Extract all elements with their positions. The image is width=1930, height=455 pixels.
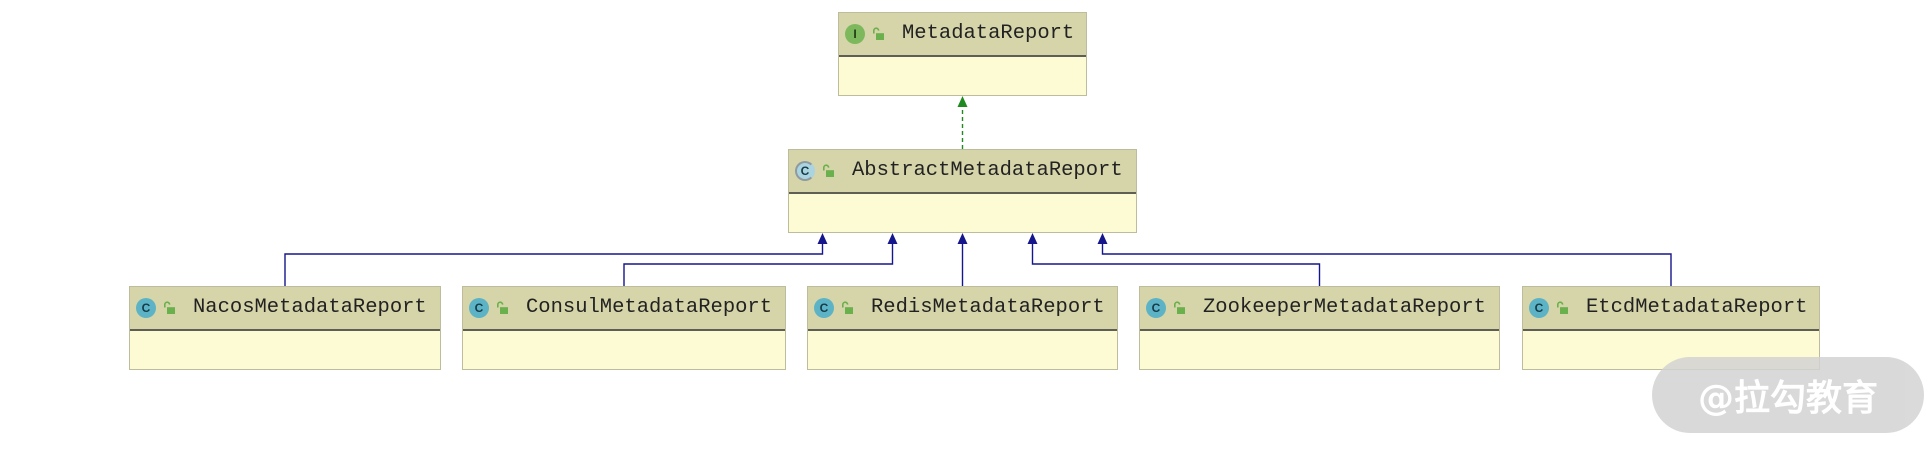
open-lock-icon bbox=[872, 27, 884, 40]
class-box-zookeepermetadatareport[interactable]: C ZookeeperMetadataReport bbox=[1139, 286, 1500, 370]
open-lock-glyph bbox=[842, 301, 853, 314]
class-icon-letter: C bbox=[474, 301, 484, 315]
members-compartment bbox=[808, 331, 1117, 369]
class-header: C NacosMetadataReport bbox=[130, 287, 440, 329]
compartment-divider bbox=[1523, 329, 1819, 331]
class-header: C ConsulMetadataReport bbox=[463, 287, 785, 329]
extends-arrowhead bbox=[957, 233, 968, 244]
watermark-text: @拉勾教育 bbox=[1697, 378, 1878, 419]
open-lock-icon bbox=[841, 301, 853, 314]
class-box-consulmetadatareport[interactable]: C ConsulMetadataReport bbox=[462, 286, 786, 370]
class-name: RedisMetadataReport bbox=[871, 296, 1105, 319]
class-name: AbstractMetadataReport bbox=[852, 159, 1123, 182]
members-compartment bbox=[463, 331, 785, 369]
interface-icon-letter: I bbox=[853, 27, 857, 41]
interface-icon: I bbox=[845, 24, 865, 44]
class-icon-letter: C bbox=[1534, 301, 1544, 315]
compartment-divider bbox=[839, 55, 1086, 57]
abstract-class-icon-letter: C bbox=[800, 164, 810, 178]
class-header: C RedisMetadataReport bbox=[808, 287, 1117, 329]
class-icon: C bbox=[1146, 298, 1166, 318]
open-lock-icon bbox=[1173, 301, 1185, 314]
extends-arrowhead bbox=[887, 233, 898, 244]
extends-arrowhead bbox=[817, 233, 828, 244]
open-lock-glyph bbox=[873, 27, 884, 40]
open-lock-icon bbox=[822, 164, 834, 177]
extends-arrowhead bbox=[1027, 233, 1038, 244]
compartment-divider bbox=[808, 329, 1117, 331]
extends-connector bbox=[1101, 244, 1672, 286]
open-lock-glyph bbox=[823, 164, 834, 177]
abstract-class-icon: C bbox=[795, 161, 815, 181]
open-lock-icon bbox=[496, 301, 508, 314]
extends-connector bbox=[284, 244, 824, 286]
extends-arrowhead bbox=[1097, 233, 1108, 244]
class-name: MetadataReport bbox=[902, 22, 1075, 45]
class-name: NacosMetadataReport bbox=[193, 296, 427, 319]
members-compartment bbox=[789, 194, 1136, 232]
members-compartment bbox=[130, 331, 440, 369]
open-lock-glyph bbox=[1557, 301, 1568, 314]
compartment-divider bbox=[130, 329, 440, 331]
members-compartment bbox=[839, 57, 1086, 95]
class-box-redismetadatareport[interactable]: C RedisMetadataReport bbox=[807, 286, 1118, 370]
open-lock-glyph bbox=[164, 301, 175, 314]
watermark: @拉勾教育 bbox=[1652, 357, 1924, 433]
class-icon: C bbox=[814, 298, 834, 318]
members-compartment bbox=[1140, 331, 1499, 369]
class-icon-letter: C bbox=[819, 301, 829, 315]
class-name: ZookeeperMetadataReport bbox=[1203, 296, 1486, 319]
open-lock-icon bbox=[1556, 301, 1568, 314]
class-header: I MetadataReport bbox=[839, 13, 1086, 55]
class-icon: C bbox=[1529, 298, 1549, 318]
class-icon-letter: C bbox=[141, 301, 151, 315]
class-header: C ZookeeperMetadataReport bbox=[1140, 287, 1499, 329]
implements-arrowhead bbox=[957, 96, 968, 107]
class-name: ConsulMetadataReport bbox=[526, 296, 773, 319]
extends-connector bbox=[1031, 244, 1321, 286]
open-lock-glyph bbox=[1174, 301, 1185, 314]
class-icon-letter: C bbox=[1151, 301, 1161, 315]
open-lock-icon bbox=[163, 301, 175, 314]
compartment-divider bbox=[789, 192, 1136, 194]
class-box-metadatareport[interactable]: I MetadataReport bbox=[838, 12, 1087, 96]
class-box-abstractmetadatareport[interactable]: C AbstractMetadataReport bbox=[788, 149, 1137, 233]
class-icon: C bbox=[469, 298, 489, 318]
compartment-divider bbox=[1140, 329, 1499, 331]
open-lock-glyph bbox=[497, 301, 508, 314]
class-header: C AbstractMetadataReport bbox=[789, 150, 1136, 192]
compartment-divider bbox=[463, 329, 785, 331]
extends-connector bbox=[623, 244, 894, 286]
class-header: C EtcdMetadataReport bbox=[1523, 287, 1819, 329]
class-icon: C bbox=[136, 298, 156, 318]
class-box-nacosmetadatareport[interactable]: C NacosMetadataReport bbox=[129, 286, 441, 370]
class-name: EtcdMetadataReport bbox=[1586, 296, 1808, 319]
